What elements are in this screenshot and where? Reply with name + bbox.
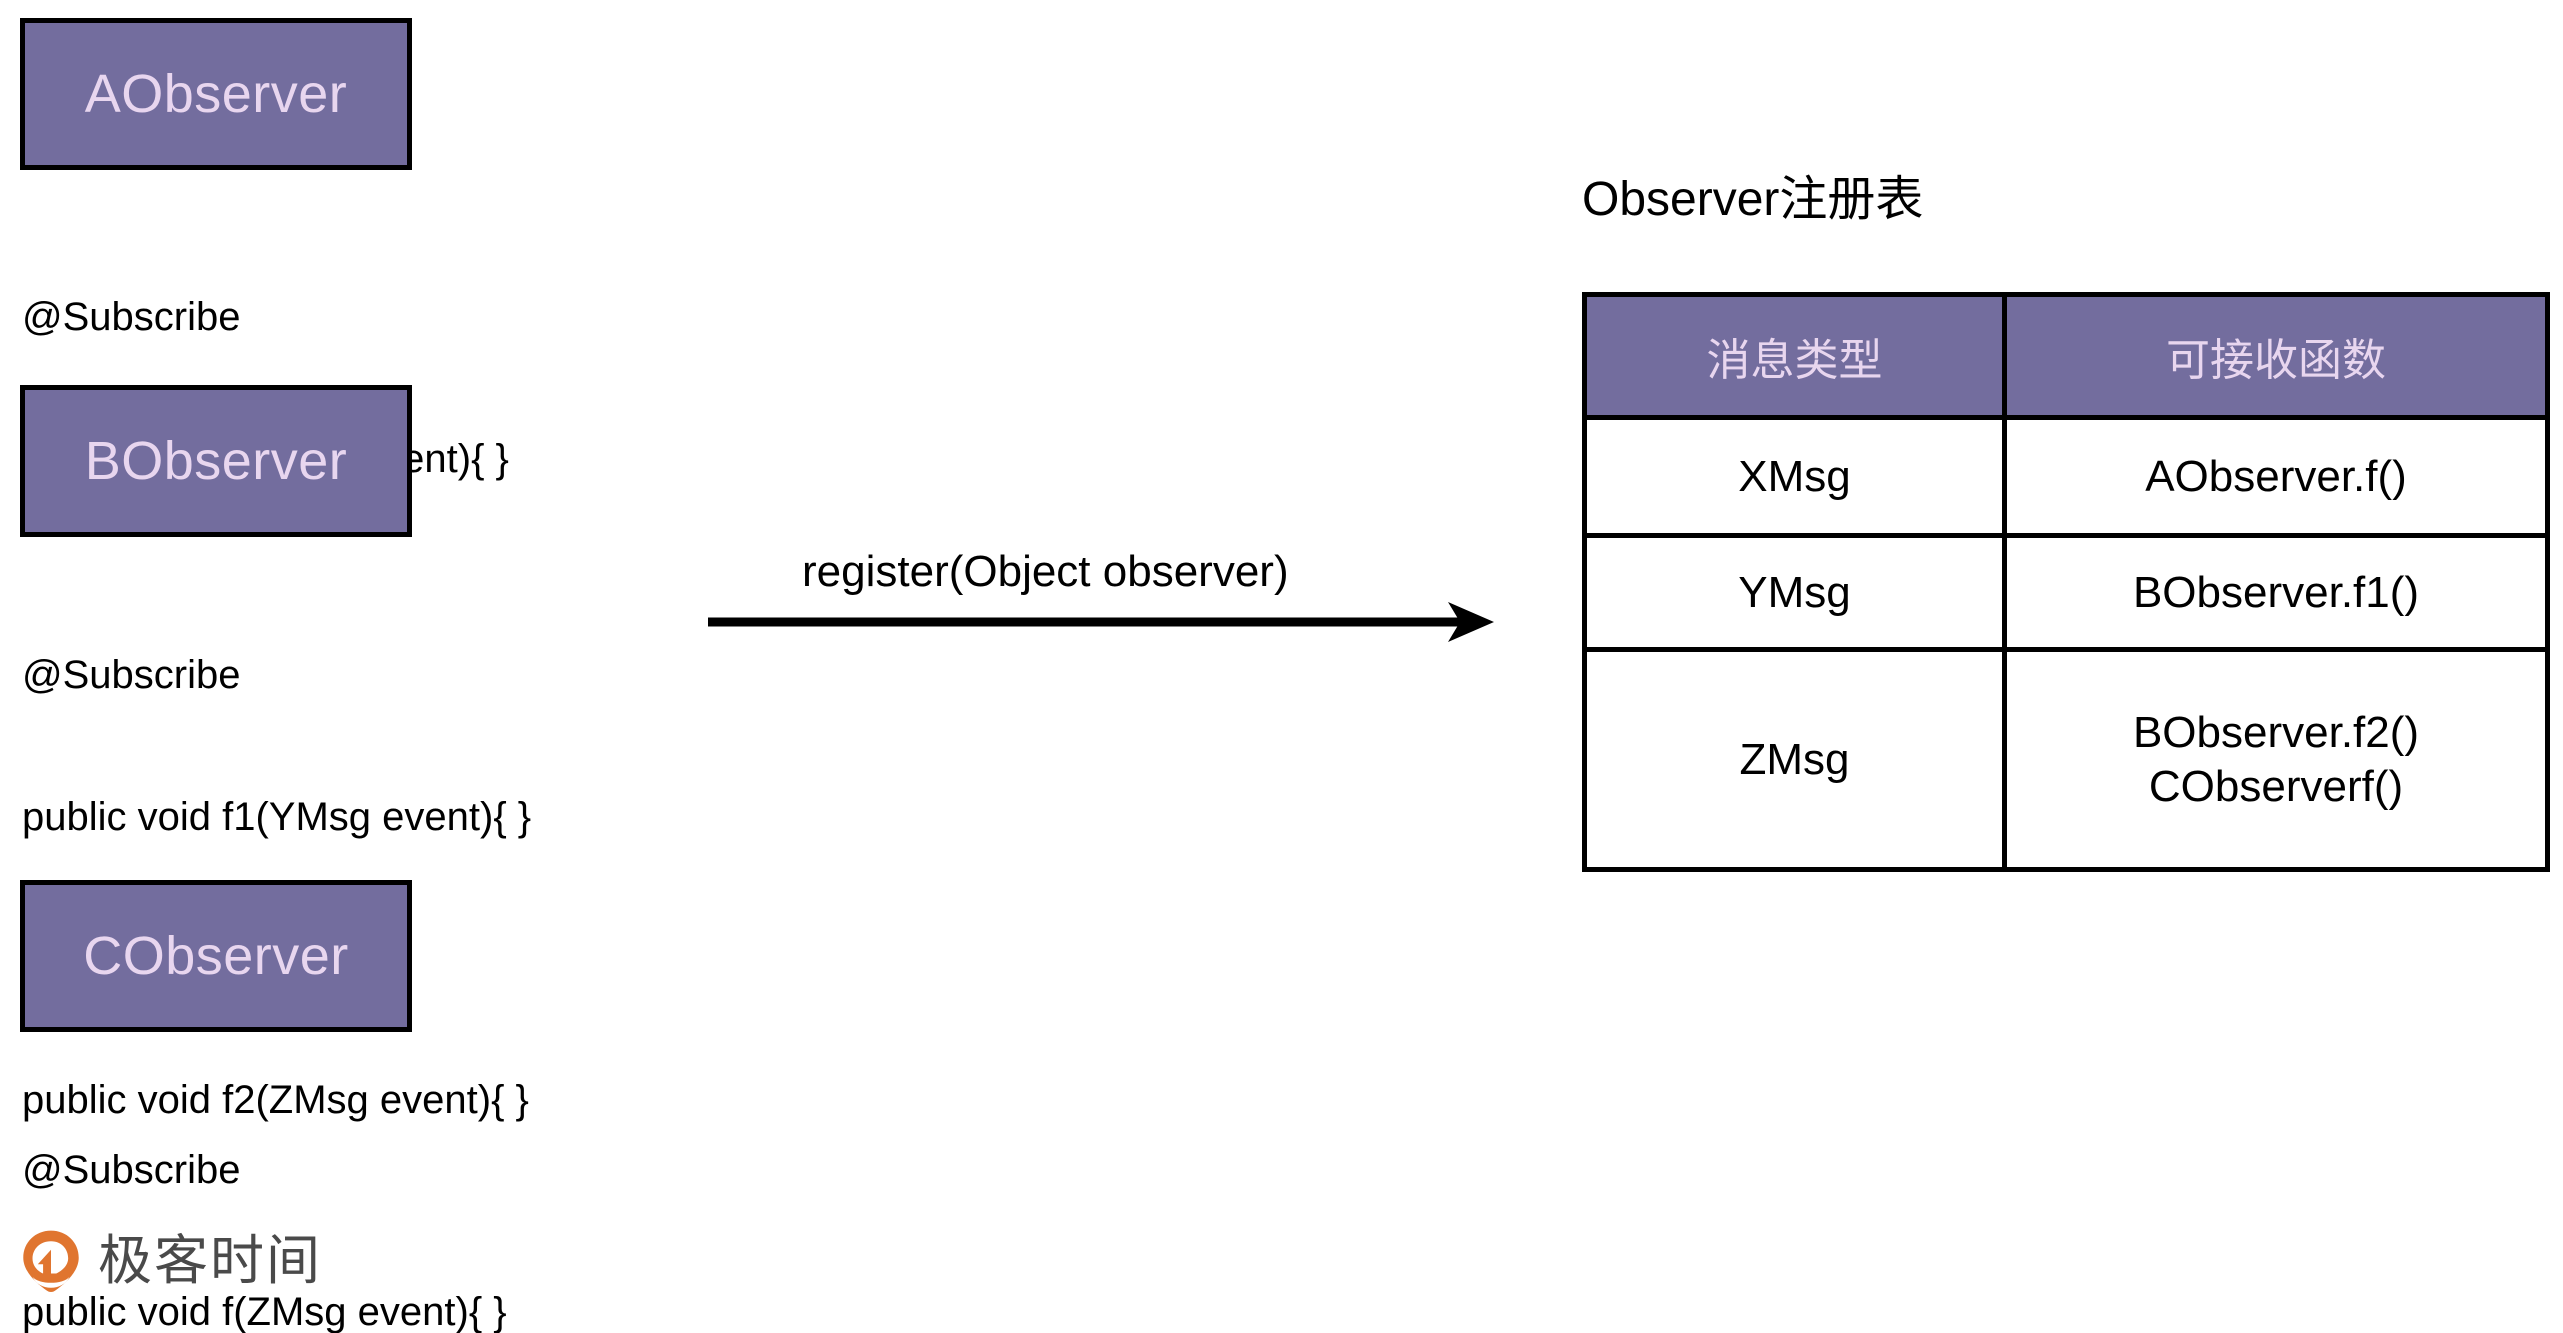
cell-handlers: BObserver.f2() CObserverf() [2002, 647, 2550, 872]
class-box-label: AObserver [84, 64, 348, 124]
arrow-right-icon [708, 600, 1498, 649]
code-line: public void f1(YMsg event){ } [22, 794, 532, 839]
handler-entry: AObserver.f() [2145, 451, 2407, 501]
arrow-label-register: register(Object observer) [802, 547, 1289, 596]
cell-handlers: BObserver.f1() [2002, 533, 2550, 652]
cell-handlers: AObserver.f() [2002, 415, 2550, 538]
table-header-message-type: 消息类型 [1582, 292, 2007, 420]
class-box-aobserver: AObserver [20, 18, 412, 170]
table-row: ZMsg BObserver.f2() CObserverf() [1582, 647, 2550, 872]
code-snippet-cobserver: @Subscribe public void f(ZMsg event){ } [22, 1053, 507, 1333]
table-row: XMsg AObserver.f() [1582, 415, 2550, 538]
handler-entry: BObserver.f2() [2132, 707, 2420, 757]
observer-registry-table: 消息类型 可接收函数 XMsg AObserver.f() YMsg BObse… [1582, 292, 2550, 872]
cell-message-type: ZMsg [1582, 647, 2007, 872]
code-line: public void f2(ZMsg event){ } [22, 1078, 529, 1123]
table-row: YMsg BObserver.f1() [1582, 533, 2550, 652]
table-header-handler: 可接收函数 [2002, 292, 2550, 420]
code-snippet-bobserver: @Subscribe public void f1(YMsg event){ }… [22, 558, 531, 1219]
class-box-cobserver: CObserver [20, 880, 412, 1032]
handler-entry: CObserverf() [2148, 761, 2404, 811]
registry-title: Observer注册表 [1582, 173, 1924, 226]
table-header-row: 消息类型 可接收函数 [1582, 292, 2550, 420]
code-line: @Subscribe [22, 653, 241, 698]
handler-entry: BObserver.f1() [2132, 567, 2420, 617]
geektime-logo-icon [23, 1230, 79, 1293]
code-line: public void f(ZMsg event){ } [22, 1289, 507, 1333]
code-line: @Subscribe [22, 1148, 241, 1193]
class-box-bobserver: BObserver [20, 385, 412, 537]
class-box-label: BObserver [84, 431, 348, 491]
brand-name: 极客时间 [98, 1229, 322, 1292]
class-box-label: CObserver [83, 926, 349, 986]
cell-message-type: XMsg [1582, 415, 2007, 538]
code-line: @Subscribe [22, 295, 241, 340]
footer-brand: 极客时间 [18, 1228, 322, 1294]
cell-message-type: YMsg [1582, 533, 2007, 652]
